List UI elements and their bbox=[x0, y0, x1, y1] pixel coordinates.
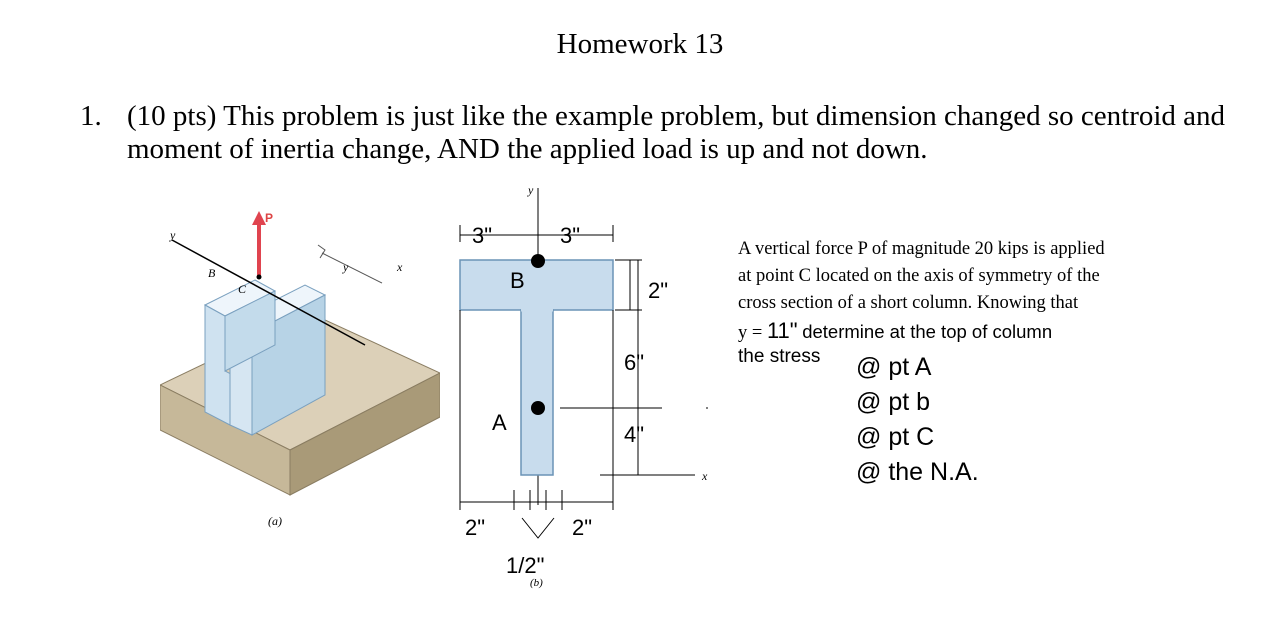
dim-4: 4" bbox=[624, 422, 644, 447]
caption-a: (a) bbox=[268, 514, 282, 528]
point-a bbox=[531, 401, 545, 415]
label-x: x bbox=[701, 469, 708, 483]
label-p: P bbox=[265, 211, 273, 225]
problem-number: 1. bbox=[80, 100, 102, 132]
dim-bottom-right-2: 2" bbox=[572, 515, 592, 540]
ask-pt-c: @ pt C bbox=[856, 423, 935, 451]
desc-line-2: at point C located on the axis of symmet… bbox=[738, 266, 1100, 286]
label-a: A bbox=[492, 410, 507, 435]
ask-pt-b: @ pt b bbox=[856, 388, 931, 416]
web-dim-leader bbox=[521, 517, 555, 539]
label-x: x bbox=[396, 260, 403, 274]
dim-web-half: 1/2" bbox=[506, 553, 544, 578]
y-bar-dim bbox=[321, 252, 383, 284]
figure-b-cross-section: y 3" 3" B A 2" 6" 4" x 2" 2" 1/2" (b) bbox=[459, 183, 708, 589]
page-title: Homework 13 bbox=[556, 28, 724, 60]
dim-left-3: 3" bbox=[472, 223, 492, 248]
stress-points-list: @ pt A @ pt b @ pt C @ the N.A. bbox=[856, 350, 979, 490]
column-flange-side bbox=[224, 290, 276, 372]
label-y-mid: y bbox=[342, 260, 349, 274]
t-web bbox=[520, 309, 554, 476]
point-c-dot bbox=[256, 274, 262, 280]
label-b: B bbox=[510, 268, 525, 293]
base-right-side bbox=[289, 372, 440, 496]
desc-line-3: cross section of a short column. Knowing… bbox=[738, 293, 1079, 313]
desc-y-eq: y = bbox=[738, 323, 763, 343]
desc-line-4: y = 11" determine at the top of column bbox=[738, 317, 1228, 347]
dim-6: 6" bbox=[624, 350, 644, 375]
problem-statement: 1. (10 pts) This problem is just like th… bbox=[80, 100, 1230, 166]
ask-na: @ the N.A. bbox=[856, 458, 979, 486]
desc-line-5: the stress bbox=[738, 346, 821, 367]
problem-text: (10 pts) This problem is just like the e… bbox=[127, 100, 1226, 165]
axis-line bbox=[171, 239, 366, 346]
desc-line-1: A vertical force P of magnitude 20 kips … bbox=[738, 239, 1105, 259]
dim-right-3: 3" bbox=[560, 223, 580, 248]
label-b: B bbox=[208, 266, 216, 280]
dim-flange-2: 2" bbox=[648, 278, 668, 303]
problem-description: A vertical force P of magnitude 20 kips … bbox=[738, 236, 1228, 347]
y-bar-dim-ticks bbox=[317, 244, 326, 259]
ask-pt-a: @ pt A bbox=[856, 353, 932, 381]
figure-a-isometric: y P B C y x (a) bbox=[160, 211, 440, 528]
point-b bbox=[531, 254, 545, 268]
desc-line-4-rest: determine at the top of column bbox=[802, 321, 1053, 342]
dim-bottom-left-2: 2" bbox=[465, 515, 485, 540]
label-c: C bbox=[238, 282, 247, 296]
desc-y-value: 11" bbox=[766, 318, 798, 343]
load-arrow-head bbox=[252, 211, 266, 225]
label-y-top: y bbox=[527, 183, 534, 197]
label-y-left: y bbox=[169, 228, 176, 242]
caption-b: (b) bbox=[530, 577, 543, 589]
